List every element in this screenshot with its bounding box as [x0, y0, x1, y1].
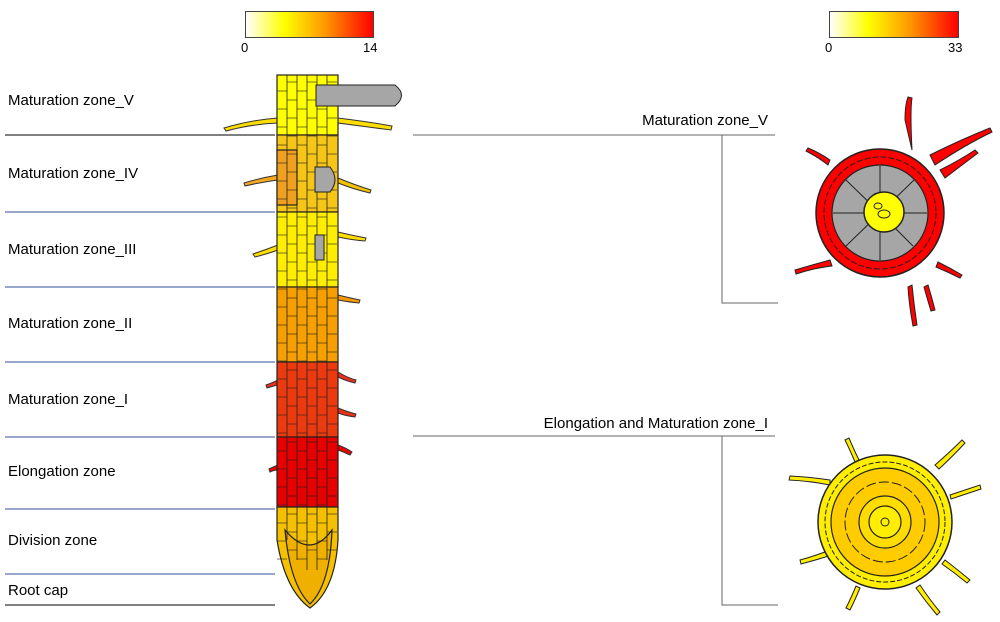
- colorbar-right-min: 0: [825, 40, 833, 55]
- cross-section-label-1: Maturation zone_V: [642, 112, 768, 129]
- cross-section-elongation-maturation-i: [788, 437, 982, 616]
- root-cell-walls: [286, 75, 328, 570]
- grey-cell: [315, 84, 402, 107]
- colorbar-right: [829, 11, 959, 38]
- root-hairs: [223, 117, 393, 473]
- zone-label-root-cap: Root cap: [8, 582, 69, 599]
- zone-label-maturation-i: Maturation zone_I: [8, 391, 129, 408]
- colorbar-left-max: 14: [363, 40, 378, 55]
- cross-section-label-2: Elongation and Maturation zone_I: [543, 415, 768, 432]
- zone-label-maturation-v: Maturation zone_V: [8, 92, 134, 109]
- colorbar-left: [245, 11, 374, 38]
- zone-label-elongation: Elongation zone: [8, 463, 116, 480]
- grey-cell: [314, 166, 336, 193]
- zone-label-division: Division zone: [8, 532, 98, 549]
- zone-label-maturation-iii: Maturation zone_III: [8, 241, 137, 258]
- cross-section-connectors: [413, 134, 778, 606]
- cross-section-maturation-v: [794, 96, 993, 327]
- zone-label-maturation-ii: Maturation zone_II: [8, 315, 133, 332]
- zone-label-maturation-iv: Maturation zone_IV: [8, 165, 139, 182]
- zone-dividers: [5, 134, 275, 606]
- grey-cell: [314, 234, 325, 261]
- colorbar-right-max: 33: [948, 40, 963, 55]
- colorbar-left-min: 0: [241, 40, 249, 55]
- root-longitudinal: [276, 74, 339, 609]
